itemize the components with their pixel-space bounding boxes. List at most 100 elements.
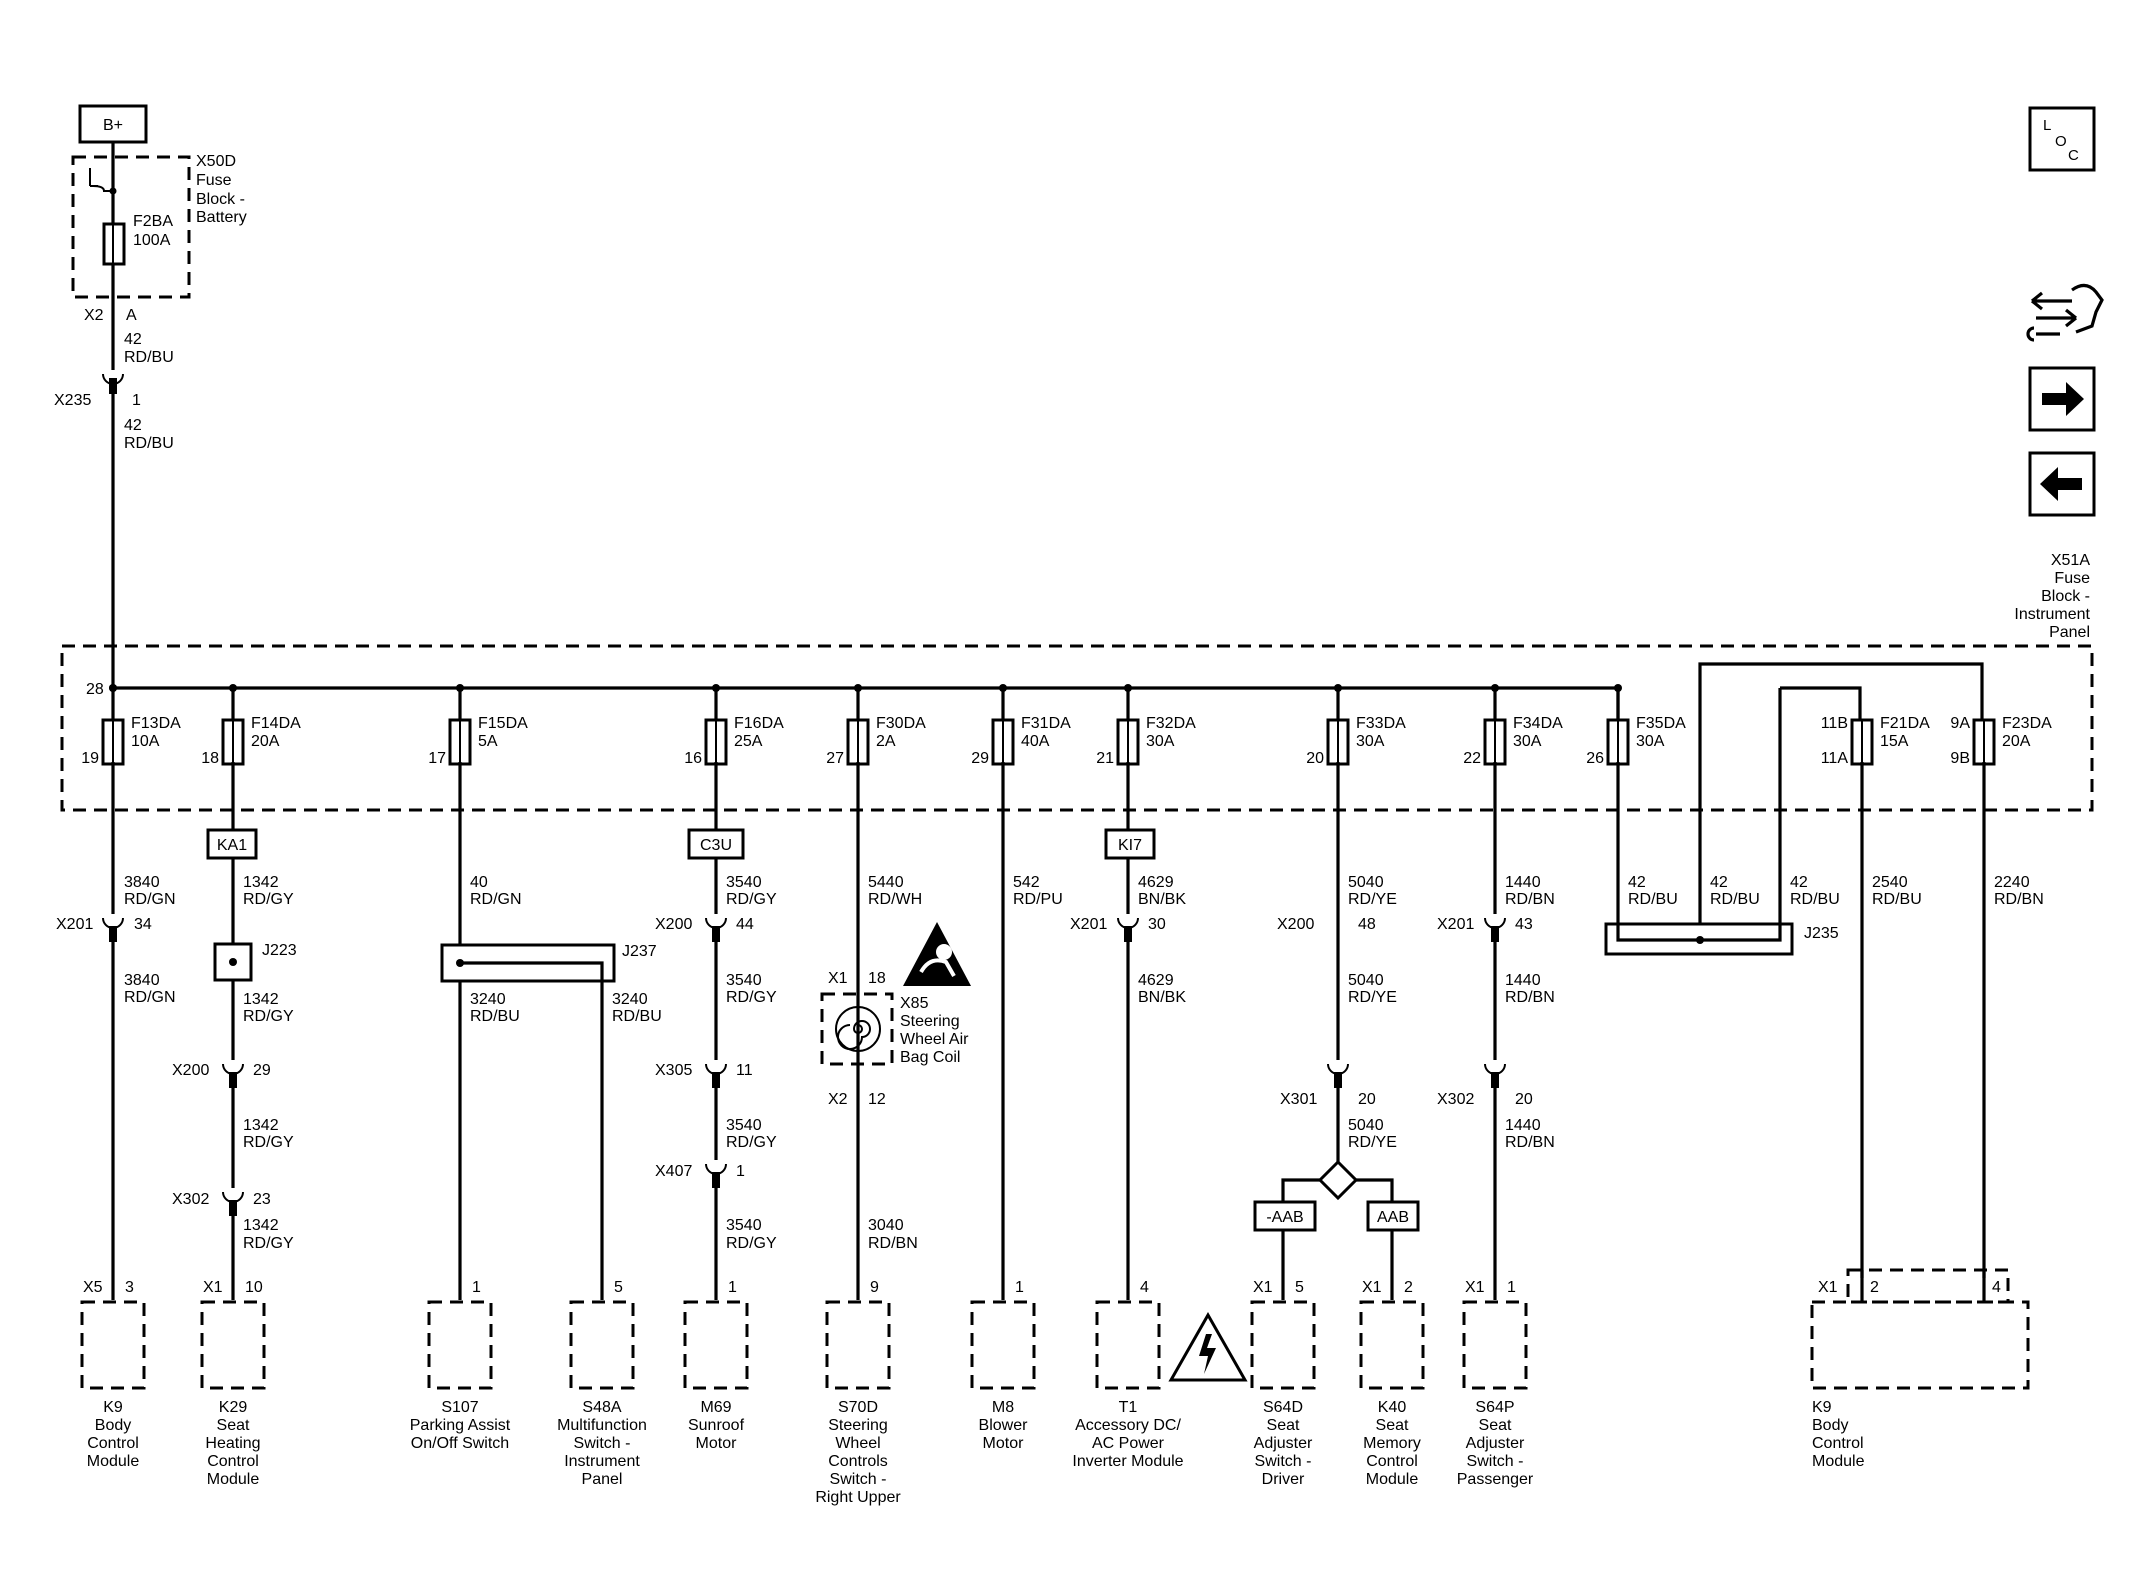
fuse-name: F23DA <box>2002 715 2052 732</box>
splice-j237-label: J237 <box>622 943 657 960</box>
component-connector: X1 <box>1362 1279 1382 1296</box>
previous-page-button[interactable] <box>2028 451 2096 517</box>
c6a-circuit: 542 <box>1013 874 1040 891</box>
vehicle-service-icon[interactable] <box>2026 283 2104 342</box>
c4b-color: RD/GY <box>726 989 777 1006</box>
c8b-color: RD/YE <box>1348 989 1397 1006</box>
component-name-line: Right Upper <box>815 1489 901 1506</box>
component-name-line: Passenger <box>1457 1471 1534 1488</box>
component-name-line: Heating <box>205 1435 260 1452</box>
fuse-pin: 27 <box>826 750 844 767</box>
fuse-pin: 16 <box>684 750 702 767</box>
c8a-circuit: 5040 <box>1348 874 1384 891</box>
x50d-name-2: Block - <box>196 191 245 208</box>
component-pin: 10 <box>245 1279 263 1296</box>
f2ba-name: F2BA <box>133 213 173 230</box>
option-c3u: C3U <box>700 837 732 854</box>
fuse-pin: 26 <box>1586 750 1604 767</box>
fuse-rating: 10A <box>131 733 160 750</box>
inline-connector <box>1326 1060 1350 1088</box>
c7b-circuit: 4629 <box>1138 972 1174 989</box>
component-name-line: Switch - <box>574 1435 631 1452</box>
component-connector: X1 <box>1465 1279 1485 1296</box>
x51a-ref: X51A <box>2051 552 2090 569</box>
inline-connector <box>1483 914 1507 942</box>
x302-c2-pin: 23 <box>253 1191 271 1208</box>
c11a-color: RD/BU <box>1872 891 1922 908</box>
fuse-pin-top: 9A <box>1950 715 1970 732</box>
option-ki7: KI7 <box>1118 837 1142 854</box>
x51a-name-3: Instrument <box>2014 606 2090 623</box>
c2d-color: RD/GY <box>243 1235 294 1252</box>
inline-connector <box>1483 1060 1507 1088</box>
x235-pin: 1 <box>132 392 141 409</box>
x2-connector: X2 <box>84 307 104 324</box>
fuse-name: F34DA <box>1513 715 1563 732</box>
fuse-name: F15DA <box>478 715 528 732</box>
component-name-line: Inverter Module <box>1072 1453 1183 1470</box>
component-pin: 2 <box>1404 1279 1413 1296</box>
wire-42-circuit-bottom: 42 <box>124 417 142 434</box>
c4a-circuit: 3540 <box>726 874 762 891</box>
inline-connector <box>221 1060 245 1088</box>
c6a-color: RD/PU <box>1013 891 1063 908</box>
component-name-line: Multifunction <box>557 1417 647 1434</box>
fuse-pin: 21 <box>1096 750 1114 767</box>
fuse-name: F14DA <box>251 715 301 732</box>
fuse-layer: F13DA10A19F14DA20A18F15DA5A17F16DA25A16F… <box>81 684 2052 767</box>
c4c-color: RD/GY <box>726 1134 777 1151</box>
c5a-circuit: 5440 <box>868 874 904 891</box>
fuse-pin: 20 <box>1306 750 1324 767</box>
fuse-rating: 2A <box>876 733 896 750</box>
c10b-color: RD/BU <box>1710 891 1760 908</box>
loc-letter-l: L <box>2043 117 2051 134</box>
x50d-name-3: Battery <box>196 209 247 226</box>
loc-button[interactable]: L O C <box>2028 106 2096 172</box>
x407-c4-pin: 1 <box>736 1163 745 1180</box>
fuse-name: F13DA <box>131 715 181 732</box>
c3c-color: RD/BU <box>612 1008 662 1025</box>
inline-connector <box>704 914 728 942</box>
c3b-color: RD/BU <box>470 1008 520 1025</box>
c12a-color: RD/BN <box>1994 891 2044 908</box>
f2ba-rating: 100A <box>133 232 171 249</box>
component-pin: 1 <box>728 1279 737 1296</box>
x302-c9-ref: X302 <box>1437 1091 1474 1108</box>
component-name-line: Wheel <box>835 1435 880 1452</box>
inline-connector <box>101 914 125 942</box>
option-aab: AAB <box>1377 1209 1409 1226</box>
next-page-button[interactable] <box>2028 366 2096 432</box>
c1b-color: RD/GN <box>124 989 176 1006</box>
fuse-pin: 17 <box>428 750 446 767</box>
x201-c7-ref: X201 <box>1070 916 1107 933</box>
coil-name-2: Wheel Air <box>900 1031 969 1048</box>
inline-connector <box>704 1160 728 1188</box>
component-name-line: Control <box>87 1435 139 1452</box>
option-box-ki7 <box>1104 828 1156 860</box>
x200-c4-pin: 44 <box>736 916 754 933</box>
c12a-circuit: 2240 <box>1994 874 2030 891</box>
component-name-line: Module <box>207 1471 260 1488</box>
c8c-circuit: 5040 <box>1348 1117 1384 1134</box>
component-ref: K40 <box>1378 1399 1407 1416</box>
c3a-circuit: 40 <box>470 874 488 891</box>
x201-c1-ref: X201 <box>56 916 93 933</box>
c4b-circuit: 3540 <box>726 972 762 989</box>
component-name-line: Module <box>87 1453 140 1470</box>
c9b-color: RD/BN <box>1505 989 1555 1006</box>
inline-connector <box>221 1188 245 1216</box>
option-box-ka1 <box>206 828 258 860</box>
navigation-icons: L O C <box>2026 106 2104 517</box>
c10b-circuit: 42 <box>1710 874 1728 891</box>
fuse-pin: 18 <box>201 750 219 767</box>
coil-bottom-pin: 12 <box>868 1091 886 1108</box>
component-ref: T1 <box>1119 1399 1138 1416</box>
